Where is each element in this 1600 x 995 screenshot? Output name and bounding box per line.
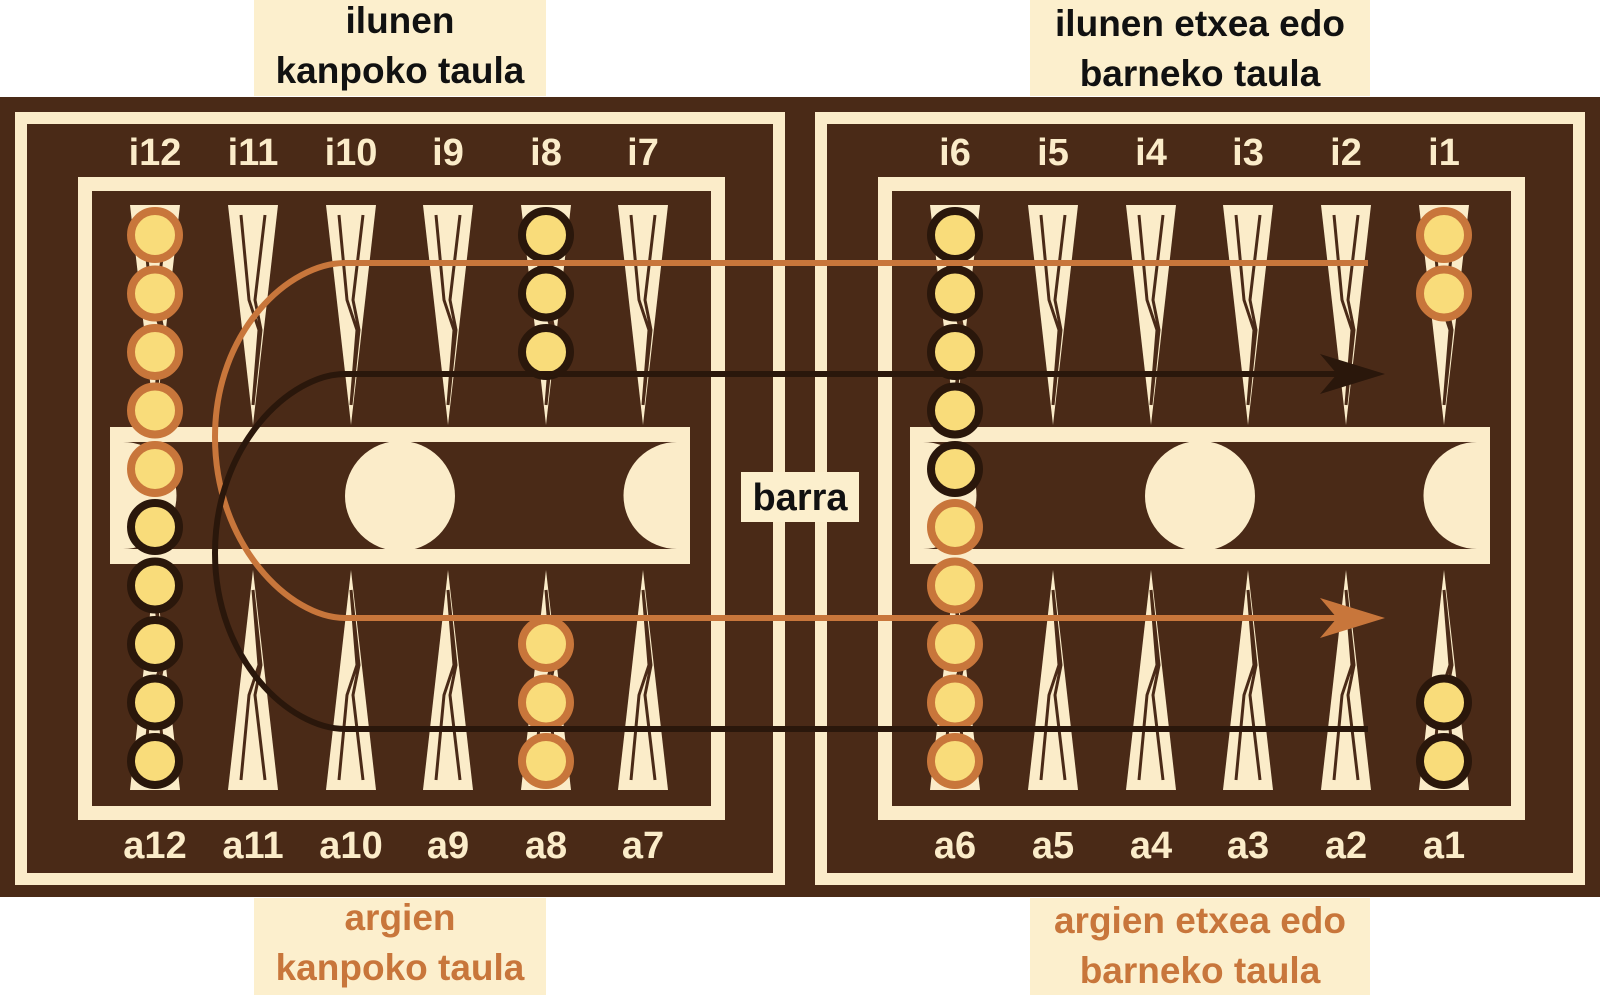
checker-light-a6 — [927, 499, 983, 555]
checker-light-a6 — [927, 616, 983, 672]
point-label-a6: a6 — [934, 825, 976, 867]
light-outer-label-line2: kanpoko taula — [276, 947, 525, 988]
checker-dark-a12 — [127, 674, 183, 731]
checker-dark-a12 — [127, 616, 183, 672]
light-player-movement-arrow — [211, 260, 1368, 621]
point-labels: i12 a12 i11 a11 i10 a10 i9 a9 i8 a8 i7 a7 i6 a6 i5 a5 i4… — [123, 132, 1465, 867]
point-a2 — [1321, 570, 1371, 790]
point-a5 — [1028, 570, 1078, 790]
bar-label: barra — [752, 477, 848, 519]
light-outer-label-bg — [254, 898, 546, 995]
point-label-i6: i6 — [939, 132, 971, 174]
right-ornament-band — [910, 427, 1490, 564]
point-label-i5: i5 — [1037, 132, 1069, 174]
checker-light-i1 — [1416, 207, 1472, 263]
checker-light-i12 — [127, 207, 183, 263]
checker-light-i12 — [127, 441, 183, 497]
light-home-label-line1: argien etxea edo — [1054, 900, 1346, 941]
checker-dark-a12 — [127, 499, 183, 555]
checker-light-i12 — [127, 382, 183, 439]
point-label-a2: a2 — [1325, 825, 1367, 867]
light-home-label-bg — [1030, 898, 1370, 995]
dark-home-label-bg — [1030, 0, 1370, 96]
point-label-i11: i11 — [228, 132, 279, 174]
point-label-a3: a3 — [1227, 825, 1269, 867]
checker-light-i12 — [127, 324, 183, 380]
checker-dark-a12 — [127, 557, 183, 614]
checkers — [127, 207, 1472, 789]
checker-light-a6 — [927, 674, 983, 731]
point-label-i12: i12 — [129, 132, 182, 174]
checker-dark-i6 — [927, 441, 983, 497]
point-label-i2: i2 — [1330, 132, 1362, 174]
point-label-a10: a10 — [319, 825, 382, 867]
point-label-i4: i4 — [1135, 132, 1167, 174]
point-label-i3: i3 — [1232, 132, 1264, 174]
point-a4 — [1126, 570, 1176, 790]
point-label-a9: a9 — [427, 825, 469, 867]
checker-light-a6 — [927, 733, 983, 789]
light-player-arrowhead — [1320, 598, 1385, 638]
checker-dark-i6 — [927, 324, 983, 380]
right-playing-field — [878, 177, 1525, 820]
checker-dark-i8 — [518, 324, 574, 380]
bar-label-bg — [741, 472, 859, 522]
point-label-i10: i10 — [325, 132, 378, 174]
checker-light-a6 — [927, 557, 983, 614]
dark-outer-label-line2: kanpoko taula — [276, 50, 525, 91]
checker-dark-i6 — [927, 265, 983, 322]
point-label-a1: a1 — [1423, 825, 1465, 867]
checker-dark-i8 — [518, 265, 574, 322]
dark-outer-label-bg — [254, 0, 546, 96]
point-label-i8: i8 — [530, 132, 562, 174]
dark-player-arrowhead — [1320, 354, 1385, 394]
checker-dark-a12 — [127, 733, 183, 789]
point-label-a11: a11 — [222, 825, 283, 867]
checker-dark-i8 — [518, 207, 574, 263]
checker-dark-a1 — [1416, 674, 1472, 731]
point-a9 — [423, 570, 473, 790]
checker-light-a8 — [518, 616, 574, 672]
left-ornament-band — [110, 427, 690, 564]
point-label-a7: a7 — [622, 825, 664, 867]
dark-home-label-line1: ilunen etxea edo — [1055, 3, 1345, 44]
point-label-a12: a12 — [123, 825, 186, 867]
checker-light-a8 — [518, 674, 574, 731]
point-label-i7: i7 — [627, 132, 659, 174]
checker-dark-i6 — [927, 207, 983, 263]
checker-light-i1 — [1416, 265, 1472, 322]
checker-dark-i6 — [927, 382, 983, 439]
light-outer-label-line1: argien — [344, 897, 455, 938]
dark-player-movement-arrow — [211, 371, 1368, 732]
point-a10 — [326, 570, 376, 790]
point-label-i9: i9 — [432, 132, 464, 174]
point-label-a8: a8 — [525, 825, 567, 867]
point-a7 — [618, 570, 668, 790]
dark-home-label-line2: barneko taula — [1080, 53, 1321, 94]
dark-outer-label-line1: ilunen — [346, 0, 455, 41]
checker-light-a8 — [518, 733, 574, 789]
point-label-a4: a4 — [1130, 825, 1172, 867]
point-label-a5: a5 — [1032, 825, 1074, 867]
left-playing-field — [78, 177, 725, 820]
checker-light-i12 — [127, 265, 183, 322]
light-home-label-line2: barneko taula — [1080, 950, 1321, 991]
point-a11 — [228, 570, 278, 790]
point-label-i1: i1 — [1428, 132, 1460, 174]
bar-area: barra — [741, 472, 859, 522]
point-a3 — [1223, 570, 1273, 790]
checker-dark-a1 — [1416, 733, 1472, 789]
